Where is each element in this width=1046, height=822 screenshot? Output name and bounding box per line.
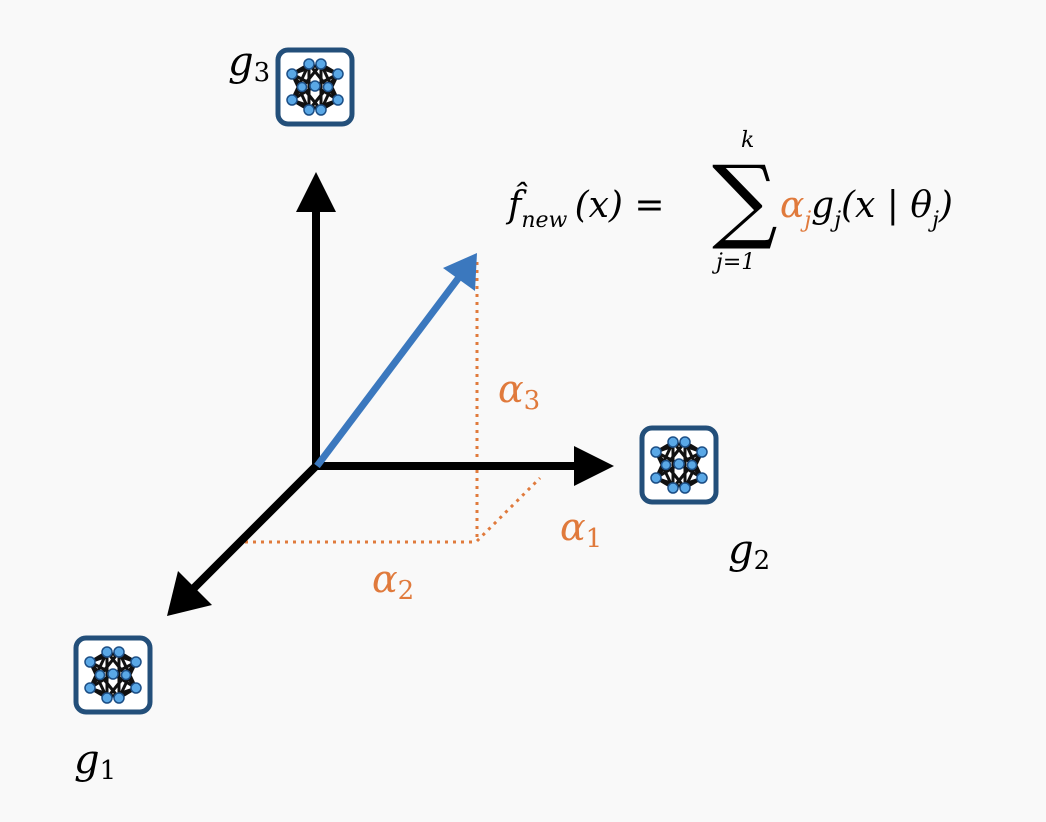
label-g3-sub: 3 <box>253 58 271 88</box>
projection-lines <box>245 262 542 544</box>
formula-lhs: f̂new (x) = <box>508 188 665 232</box>
formula-sum-symbol: ∑ <box>712 154 778 246</box>
formula-term-arg-sub: j <box>932 208 939 233</box>
projection-alpha1 <box>475 476 542 543</box>
formula-term: g <box>811 185 835 226</box>
label-alpha1-sub: 1 <box>585 524 603 554</box>
label-g3: g3 <box>228 42 270 86</box>
label-g2-sub: 2 <box>753 546 771 576</box>
combined-vector <box>314 253 477 469</box>
vector-arrowhead <box>443 253 477 291</box>
label-g1-base: g <box>74 737 100 783</box>
formula-coef: αj <box>780 185 811 232</box>
label-alpha3-base: α <box>498 367 524 411</box>
formula-lhs-f: f̂ <box>508 185 522 226</box>
formula-sum-upper: k <box>741 130 754 152</box>
formula-lhs-arg: (x) = <box>574 185 665 226</box>
formula-coef-sub: j <box>804 208 812 233</box>
formula-term-close: ) <box>938 185 953 226</box>
axis-g2-arrowhead <box>574 446 614 486</box>
formula-term-sub: j <box>834 208 842 233</box>
formula-lhs-sub: new <box>521 208 568 233</box>
axis-g1-arrowhead <box>167 571 212 616</box>
formula-sum-lower: j=1 <box>716 252 755 274</box>
label-alpha3: α3 <box>498 370 540 414</box>
vector-line <box>314 273 463 469</box>
label-alpha3-sub: 3 <box>523 386 541 416</box>
neural-network-icon-g3 <box>278 50 352 124</box>
formula-term-arg: (x | θ <box>841 185 933 226</box>
neural-network-icon-g1 <box>76 638 150 712</box>
axis-g3-arrowhead <box>296 172 336 212</box>
label-g2: g2 <box>728 530 770 574</box>
formula-coef-base: α <box>780 185 805 226</box>
label-alpha2: α2 <box>372 560 414 604</box>
formula-sum-lower-text: j=1 <box>716 250 756 275</box>
label-g1-sub: 1 <box>99 756 117 786</box>
label-g3-base: g <box>228 39 254 85</box>
formula-sum-upper-text: k <box>741 128 755 153</box>
label-g1: g1 <box>74 740 116 784</box>
sigma-text: ∑ <box>712 146 778 253</box>
label-alpha2-base: α <box>372 557 398 601</box>
label-g2-base: g <box>728 527 754 573</box>
label-alpha2-sub: 2 <box>397 576 415 606</box>
neural-network-icon-g2 <box>642 428 716 502</box>
axis-g1 <box>189 463 319 593</box>
label-alpha1-base: α <box>560 505 586 549</box>
axes <box>167 172 614 616</box>
formula-rhs: αjgj(x | θj) <box>780 188 953 232</box>
label-alpha1: α1 <box>560 508 602 552</box>
